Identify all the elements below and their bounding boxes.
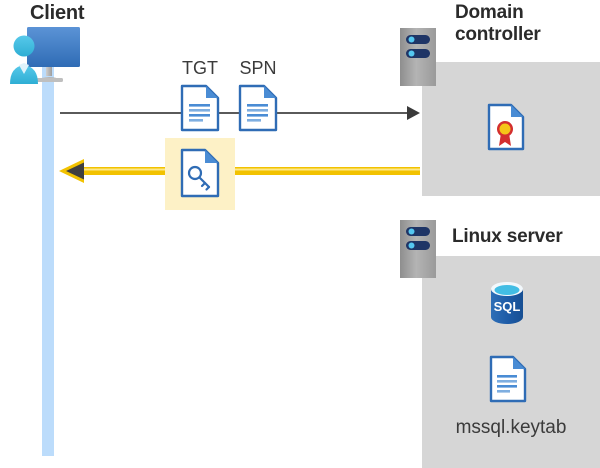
client-lifeline — [42, 60, 54, 456]
keytab-filename-label: mssql.keytab — [455, 417, 567, 438]
domain-controller-server-icon — [400, 28, 436, 86]
tgt-document-icon — [180, 84, 220, 132]
spn-document-icon — [238, 84, 278, 132]
key-document-icon — [180, 148, 220, 198]
sql-database-text: SQL — [494, 299, 521, 314]
tgt-label: TGT — [182, 58, 218, 78]
spn-label: SPN — [239, 58, 277, 78]
sql-database-icon: SQL — [488, 280, 526, 326]
domain-controller-title: Domain controller — [455, 2, 541, 45]
response-arrow — [58, 158, 420, 184]
linux-server-title: Linux server — [452, 226, 563, 247]
client-workstation-icon — [8, 24, 94, 88]
request-arrow — [60, 104, 420, 122]
certificate-icon — [487, 103, 525, 151]
client-title: Client — [30, 2, 85, 24]
keytab-document-icon — [489, 355, 527, 403]
linux-server-icon — [400, 220, 436, 278]
